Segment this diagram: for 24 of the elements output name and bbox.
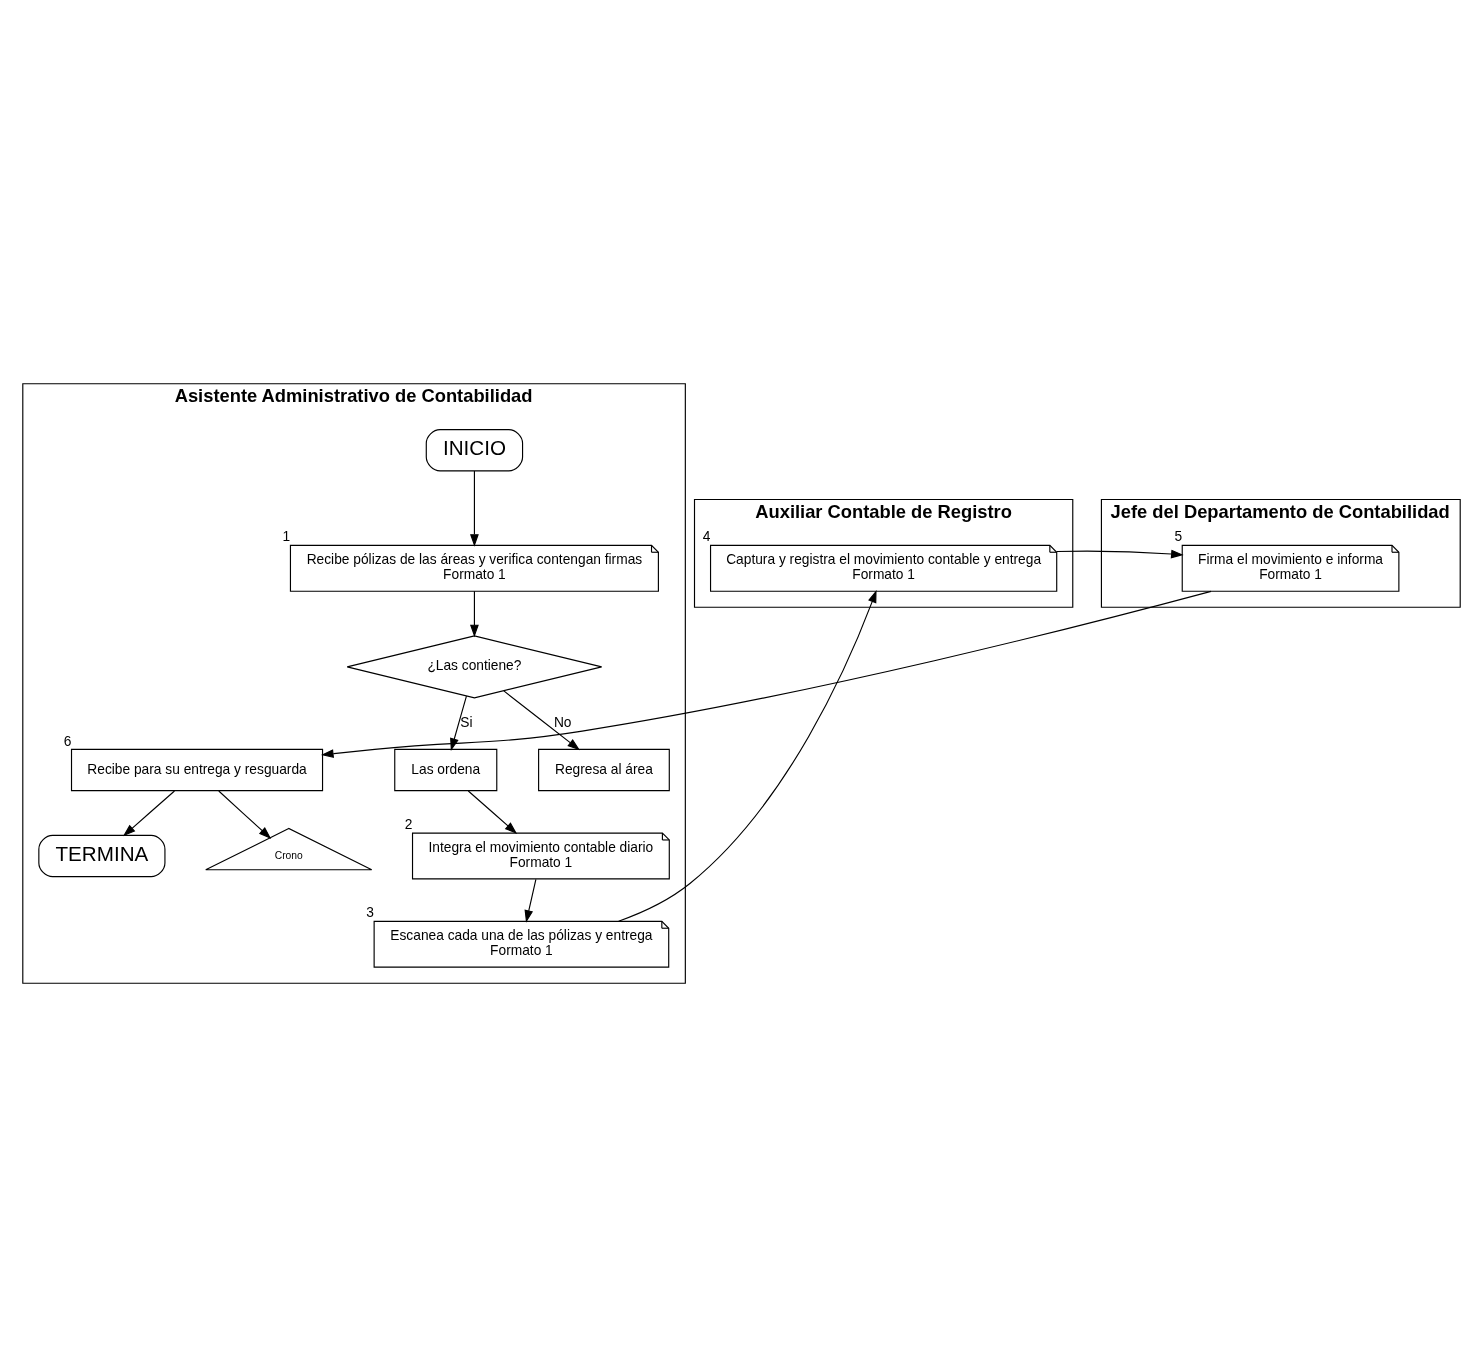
node-label: 3 — [366, 904, 374, 920]
arrow — [524, 878, 537, 923]
arrow — [450, 695, 468, 751]
arrow — [503, 689, 580, 750]
arrow — [218, 789, 272, 839]
node-box: INICIO — [425, 428, 524, 471]
node-label: 2 — [404, 816, 413, 832]
node-label: 1 — [282, 528, 291, 544]
node-box: Recibe para su entrega y resguarda — [70, 748, 324, 791]
arrow — [122, 789, 176, 836]
node-box: Las ordena — [394, 748, 498, 791]
arrow — [467, 789, 518, 834]
arrow — [470, 469, 479, 547]
node-label: 4 — [702, 528, 711, 544]
arrow — [618, 589, 877, 922]
edge-label: Si — [460, 714, 473, 730]
node-diamond: ¿Las contiene? — [346, 634, 603, 698]
arrow — [1056, 549, 1184, 558]
node-box: TERMINA — [38, 834, 166, 877]
edge-label: No — [553, 714, 572, 730]
node-box: Regresa al área — [538, 748, 670, 791]
arrow — [470, 590, 479, 637]
node-label: 5 — [1174, 528, 1183, 544]
node-label: 6 — [63, 733, 72, 749]
